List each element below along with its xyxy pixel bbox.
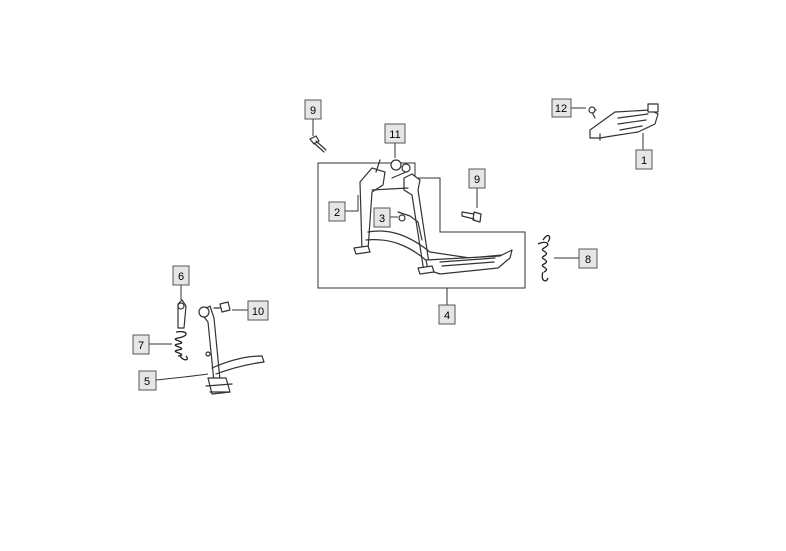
- callout-7: 7: [132, 334, 150, 355]
- nut: [390, 159, 411, 173]
- callout-9-upper: 9: [304, 99, 322, 120]
- stand-spring-right: [537, 234, 551, 282]
- svg-text:4: 4: [444, 310, 450, 322]
- bolt-9-upper: [309, 135, 327, 153]
- svg-text:7: 7: [138, 340, 144, 352]
- center-stand-group-frame: [317, 162, 526, 289]
- svg-text:6: 6: [178, 271, 184, 283]
- svg-text:2: 2: [334, 207, 340, 219]
- svg-text:11: 11: [389, 129, 400, 141]
- svg-text:5: 5: [144, 376, 150, 388]
- callout-5: 5: [138, 370, 157, 391]
- svg-text:8: 8: [585, 254, 591, 266]
- svg-text:12: 12: [555, 103, 567, 115]
- callout-3: 3: [373, 207, 391, 228]
- leader-lines: [149, 107, 644, 381]
- callout-8: 8: [578, 248, 598, 269]
- callout-1: 1: [635, 149, 653, 170]
- side-stand-spring: [174, 330, 188, 361]
- callout-12: 12: [551, 98, 572, 118]
- callout-10: 10: [247, 300, 269, 321]
- bolt-9-lower: [461, 211, 482, 223]
- callout-2: 2: [328, 201, 346, 222]
- callout-6: 6: [172, 265, 190, 286]
- screw-12: [588, 106, 597, 119]
- center-stand: [353, 159, 513, 275]
- svg-text:3: 3: [379, 213, 385, 225]
- svg-text:9: 9: [310, 105, 316, 117]
- svg-text:9: 9: [474, 174, 480, 186]
- callout-9-lower: 9: [468, 168, 486, 189]
- callout-4: 4: [438, 304, 456, 325]
- svg-text:1: 1: [641, 155, 647, 167]
- spring-hook-link: [177, 299, 187, 329]
- side-stand: [198, 305, 265, 395]
- bolt-10: [213, 301, 231, 313]
- svg-text:10: 10: [252, 306, 264, 318]
- callout-11: 11: [384, 123, 406, 144]
- footrest: [589, 103, 659, 141]
